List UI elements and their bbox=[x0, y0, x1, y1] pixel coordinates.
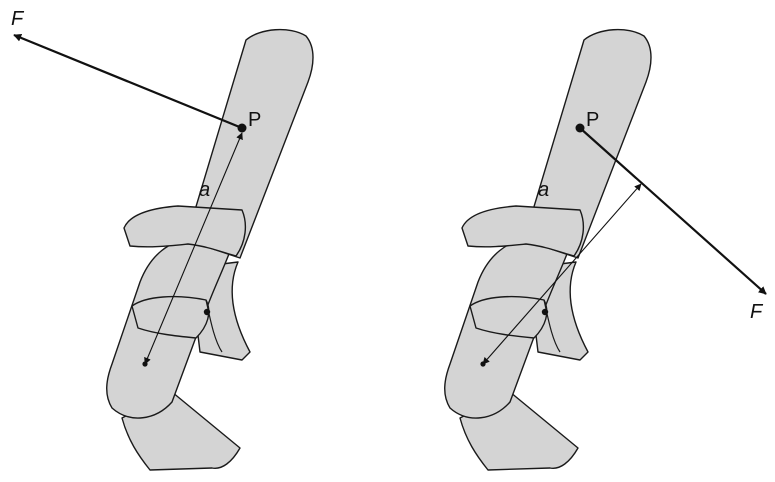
arm-label-left: a bbox=[199, 179, 210, 201]
joint-center-dot-right bbox=[541, 308, 549, 316]
force-vector-left bbox=[13, 33, 243, 130]
force-label-right: F bbox=[750, 301, 764, 323]
point-p-dot-right bbox=[575, 123, 585, 133]
arm-label-right: a bbox=[538, 179, 549, 201]
moment-arm-right bbox=[482, 183, 642, 365]
point-label-left: P bbox=[248, 109, 261, 131]
force-label-left: F bbox=[11, 8, 25, 30]
panel-right: F P a bbox=[444, 28, 767, 471]
point-label-right: P bbox=[586, 109, 599, 131]
point-p-dot-left bbox=[237, 123, 247, 133]
panel-left: F P a bbox=[11, 8, 314, 471]
moment-arm-left bbox=[144, 132, 243, 365]
force-vector-right bbox=[579, 127, 767, 295]
joint-center-dot-left bbox=[203, 308, 211, 316]
limb-illustration-right bbox=[444, 28, 652, 471]
limb-illustration-left bbox=[106, 28, 314, 471]
